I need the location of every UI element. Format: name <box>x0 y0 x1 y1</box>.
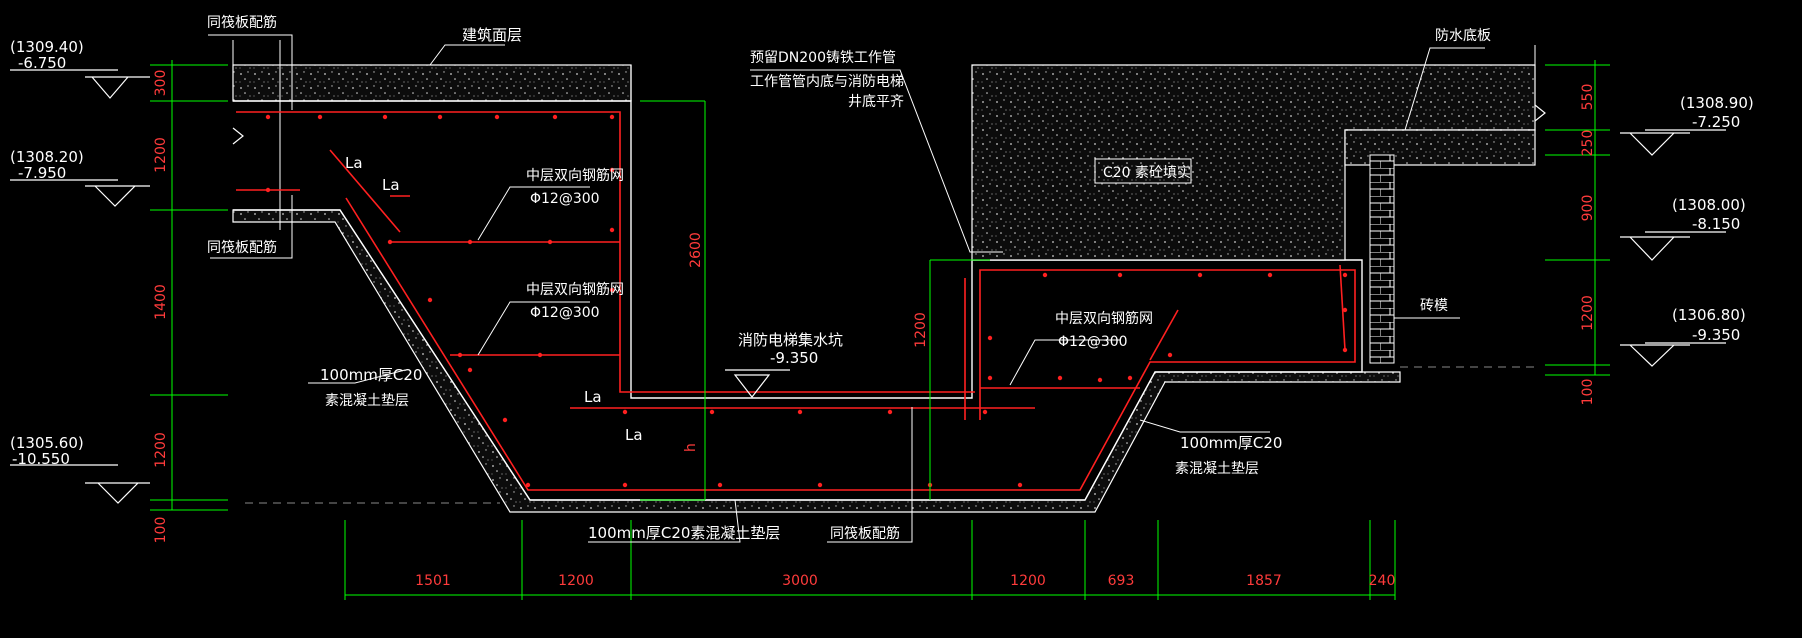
waterproof-slab-label: 防水底板 <box>1435 28 1491 44</box>
dim-right-100: 100 <box>1580 379 1596 406</box>
dim-bottom-1200b: 1200 <box>1010 573 1046 589</box>
pipe-note-line3: 井底平齐 <box>848 94 904 110</box>
leader-lines <box>208 34 1485 543</box>
dimension-lines <box>150 60 1610 600</box>
pit-outline <box>233 100 1363 501</box>
elev-left-1-rel: -6.750 <box>18 54 66 72</box>
dim-pit-depth: 2600 <box>688 232 704 268</box>
dim-step-depth: 1200 <box>913 312 929 348</box>
pipe-note-line1: 预留DN200铸铁工作管 <box>750 50 896 66</box>
dim-left-300: 300 <box>153 70 169 97</box>
dim-right-550: 550 <box>1580 84 1596 111</box>
la-label-4: La <box>625 426 643 444</box>
brick-mold-label: 砖模 <box>1420 298 1448 314</box>
mesh-spec-1: Φ12@300 <box>530 191 600 207</box>
cushion-left-line2: 素混凝土垫层 <box>325 393 409 409</box>
dim-left-100: 100 <box>153 517 169 544</box>
cushion-right-line2: 素混凝土垫层 <box>1175 461 1259 477</box>
bottom-rebar-label: 同筏板配筋 <box>830 525 900 542</box>
dim-right-250: 250 <box>1580 130 1596 157</box>
elev-right-3-rel: -9.350 <box>1692 326 1740 344</box>
dim-bottom-3000: 3000 <box>782 573 818 589</box>
dim-bottom-1501: 1501 <box>415 573 451 589</box>
la-label-2: La <box>382 176 400 194</box>
labels: 同筏板配筋 建筑面层 同筏板配筋 预留DN200铸铁工作管 工作管管内底与消防电… <box>207 14 1491 542</box>
dim-left-1200b: 1200 <box>153 432 169 468</box>
dimension-text: 300 1200 1400 1200 100 550 250 900 1200 … <box>153 70 1596 589</box>
c20-fill-label-box <box>1094 158 1192 184</box>
dim-left-1400: 1400 <box>153 284 169 320</box>
elev-left-3-abs: (1305.60) <box>10 434 84 452</box>
floor-finish-label: 建筑面层 <box>462 26 522 44</box>
pipe-note-line2: 工作管管内底与消防电梯 <box>750 74 904 90</box>
elev-right-2-rel: -8.150 <box>1692 215 1740 233</box>
elev-right-1-abs: (1308.90) <box>1680 94 1754 112</box>
dim-bottom-1857: 1857 <box>1246 573 1282 589</box>
cushion-left-line1: 100mm厚C20 <box>320 366 422 384</box>
elev-left-2-rel: -7.950 <box>18 164 66 182</box>
rebar-lines <box>236 111 1356 491</box>
dim-right-900: 900 <box>1580 195 1596 222</box>
top-slab-rebar-label: 同筏板配筋 <box>207 14 277 31</box>
dim-left-1200: 1200 <box>153 137 169 173</box>
elevation-markers <box>10 69 1726 504</box>
mesh-title-3: 中层双向钢筋网 <box>1055 310 1153 327</box>
dim-right-1200: 1200 <box>1580 295 1596 331</box>
pit-elevation: -9.350 <box>770 349 818 367</box>
mesh-title-2: 中层双向钢筋网 <box>526 281 624 298</box>
elev-left-1-abs: (1309.40) <box>10 38 84 56</box>
elev-left-2-abs: (1308.20) <box>10 148 84 166</box>
cushion-right-line1: 100mm厚C20 <box>1180 434 1282 452</box>
mesh-spec-3: Φ12@300 <box>1058 334 1128 350</box>
dim-bottom-1200: 1200 <box>558 573 594 589</box>
elev-right-3-abs: (1306.80) <box>1672 306 1746 324</box>
rebar-dots <box>265 114 1348 488</box>
dim-bottom-240: 240 <box>1369 573 1396 589</box>
mesh-title-1: 中层双向钢筋网 <box>526 167 624 184</box>
mid-slab-rebar-label: 同筏板配筋 <box>207 239 277 256</box>
elev-right-2-abs: (1308.00) <box>1672 196 1746 214</box>
bottom-cushion-label: 100mm厚C20素混凝土垫层 <box>588 524 780 542</box>
pit-label: 消防电梯集水坑 <box>738 331 843 349</box>
dim-bottom-693: 693 <box>1108 573 1135 589</box>
la-label-3: La <box>584 388 602 406</box>
c20-fill-label: C20 素砼填实 <box>1103 165 1191 181</box>
elev-left-3-rel: -10.550 <box>12 450 70 468</box>
h-label: h <box>683 443 699 452</box>
la-label-1: La <box>345 154 363 172</box>
brick-mold <box>1369 154 1395 364</box>
elev-right-1-rel: -7.250 <box>1692 113 1740 131</box>
mesh-spec-2: Φ12@300 <box>530 305 600 321</box>
top-left-slab <box>232 64 632 102</box>
